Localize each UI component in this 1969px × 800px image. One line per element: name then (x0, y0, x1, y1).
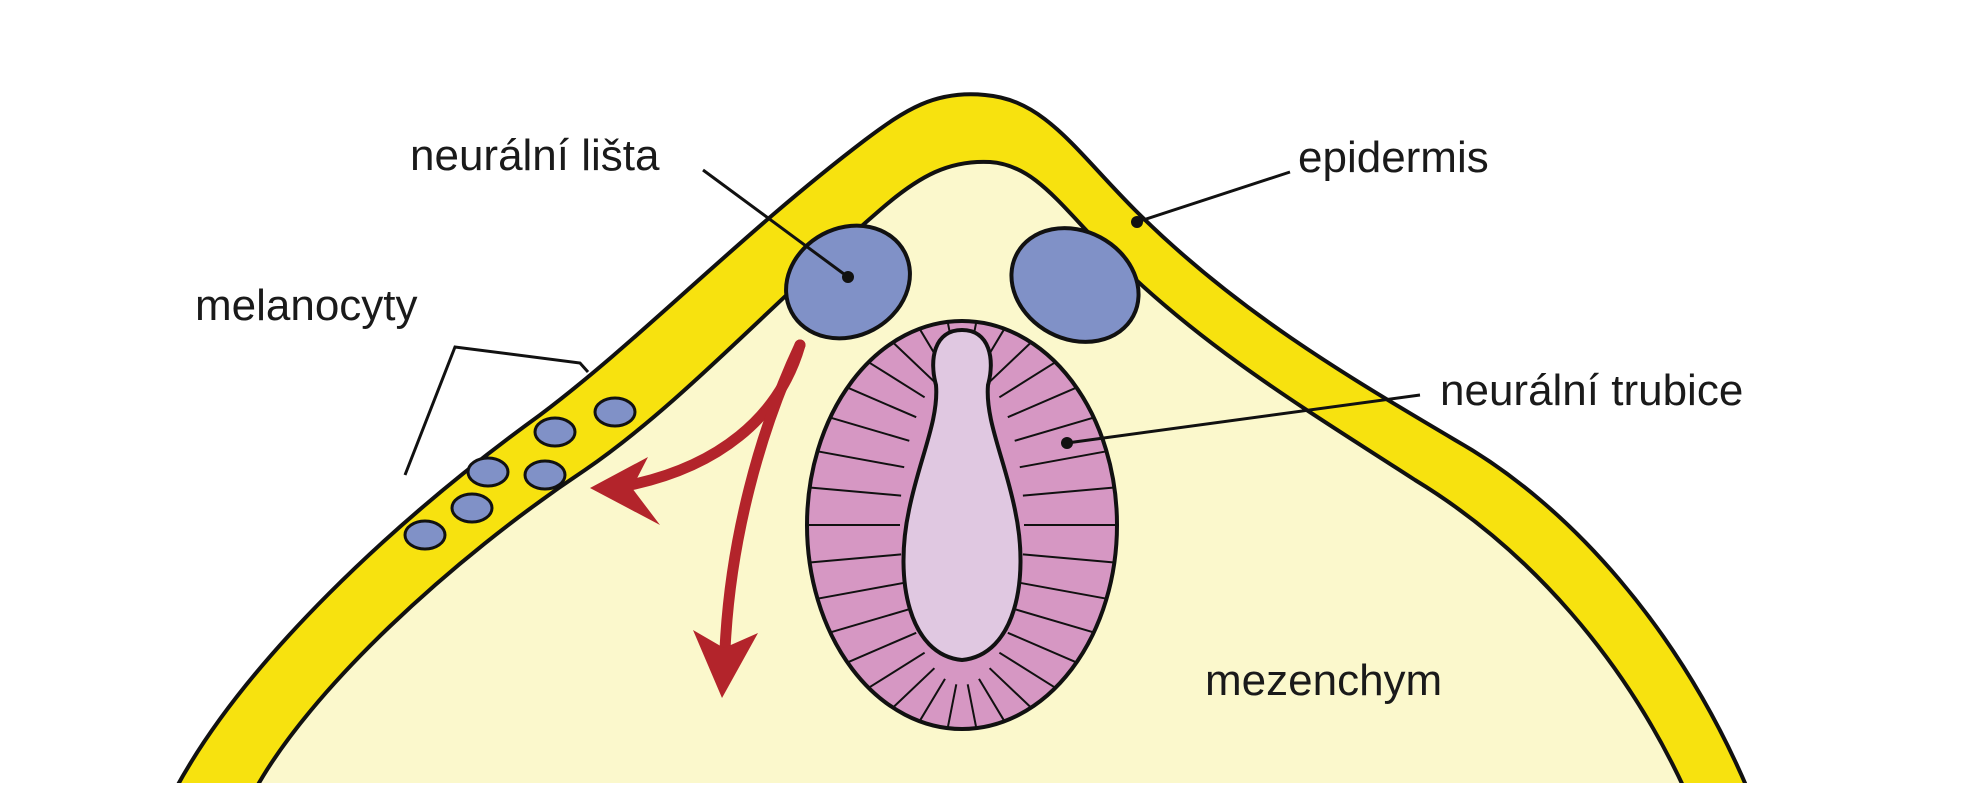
arrowhead-ventral (693, 630, 758, 698)
neural-tube-cell-boundary (892, 341, 936, 383)
neural-tube-lumen (901, 327, 1023, 663)
neural-tube-cell-boundary (998, 361, 1056, 399)
neural-tube-cell-boundary (847, 631, 917, 664)
melanocyte (523, 459, 567, 491)
melanocytes-group (403, 396, 637, 551)
label-melanocytes: melanocyty (195, 281, 418, 330)
neural-tube-cell-boundary (978, 678, 1006, 722)
neural-tube-cell-boundary (988, 341, 1032, 383)
neural-crest-right (1009, 226, 1141, 344)
neural-tube-cell-boundary (1022, 486, 1115, 497)
neural-tube-cell-boundary (966, 684, 978, 729)
neural-tube-cell-boundary (1014, 608, 1095, 634)
neural-tube-cell-boundary (829, 608, 910, 634)
label-neural-crest: neurální lišta (410, 131, 660, 180)
leader-dot-epidermis (1131, 216, 1143, 228)
neural-tube-cell-boundary (817, 450, 905, 469)
melanocyte (533, 416, 577, 448)
neural-tube-cell-boundary (892, 667, 936, 709)
bottom-margin (0, 783, 1969, 800)
melanocyte (450, 492, 494, 524)
neural-tube-cell-boundary (847, 386, 917, 419)
arrowhead-lateral (590, 457, 660, 525)
neural-tube-cell-boundary (817, 581, 905, 600)
neural-tube-cell-boundaries (807, 321, 1117, 729)
neural-tube-cell-boundary (1014, 416, 1095, 442)
melanocyte (403, 519, 447, 551)
label-mesenchyme: mezenchym (1205, 656, 1442, 705)
leader-dot-neural-crest (842, 271, 854, 283)
neural-tube-cell-boundary (1019, 581, 1107, 600)
migration-arrows (609, 339, 806, 656)
neural-tube-cell-boundary (1007, 386, 1077, 419)
neural-tube-cell-boundary (918, 678, 946, 722)
melanocyte (593, 396, 637, 428)
neural-tube-cell-boundary (809, 553, 902, 564)
neural-tube-cell-boundary (868, 361, 926, 399)
neural-tube-cell-boundary (809, 486, 902, 497)
leader-dot-neural-tube (1061, 437, 1073, 449)
melanocytes-bracket (403, 345, 590, 476)
leader-lines (403, 168, 1421, 476)
neural-tube-cell-boundary (988, 667, 1032, 709)
leader-neural-tube (1066, 393, 1421, 445)
melanocyte (466, 456, 510, 488)
neural-tube-cell-boundary (998, 651, 1056, 689)
leader-neural-crest (702, 168, 849, 279)
migration-path-ventral (719, 339, 806, 656)
label-neural-tube: neurální trubice (1440, 366, 1743, 415)
neural-tube-cell-boundary (1022, 553, 1115, 564)
label-epidermis: epidermis (1298, 133, 1489, 182)
neural-tube-cell-boundary (829, 416, 910, 442)
leader-epidermis (1136, 170, 1291, 224)
neural-tube-cell-boundary (868, 651, 926, 689)
neural-tube-cell-boundary (1007, 631, 1077, 664)
neural-tube-cell-boundary (1019, 450, 1107, 469)
neural-tube-cell-boundary (946, 684, 958, 729)
leader-dots (842, 216, 1143, 449)
